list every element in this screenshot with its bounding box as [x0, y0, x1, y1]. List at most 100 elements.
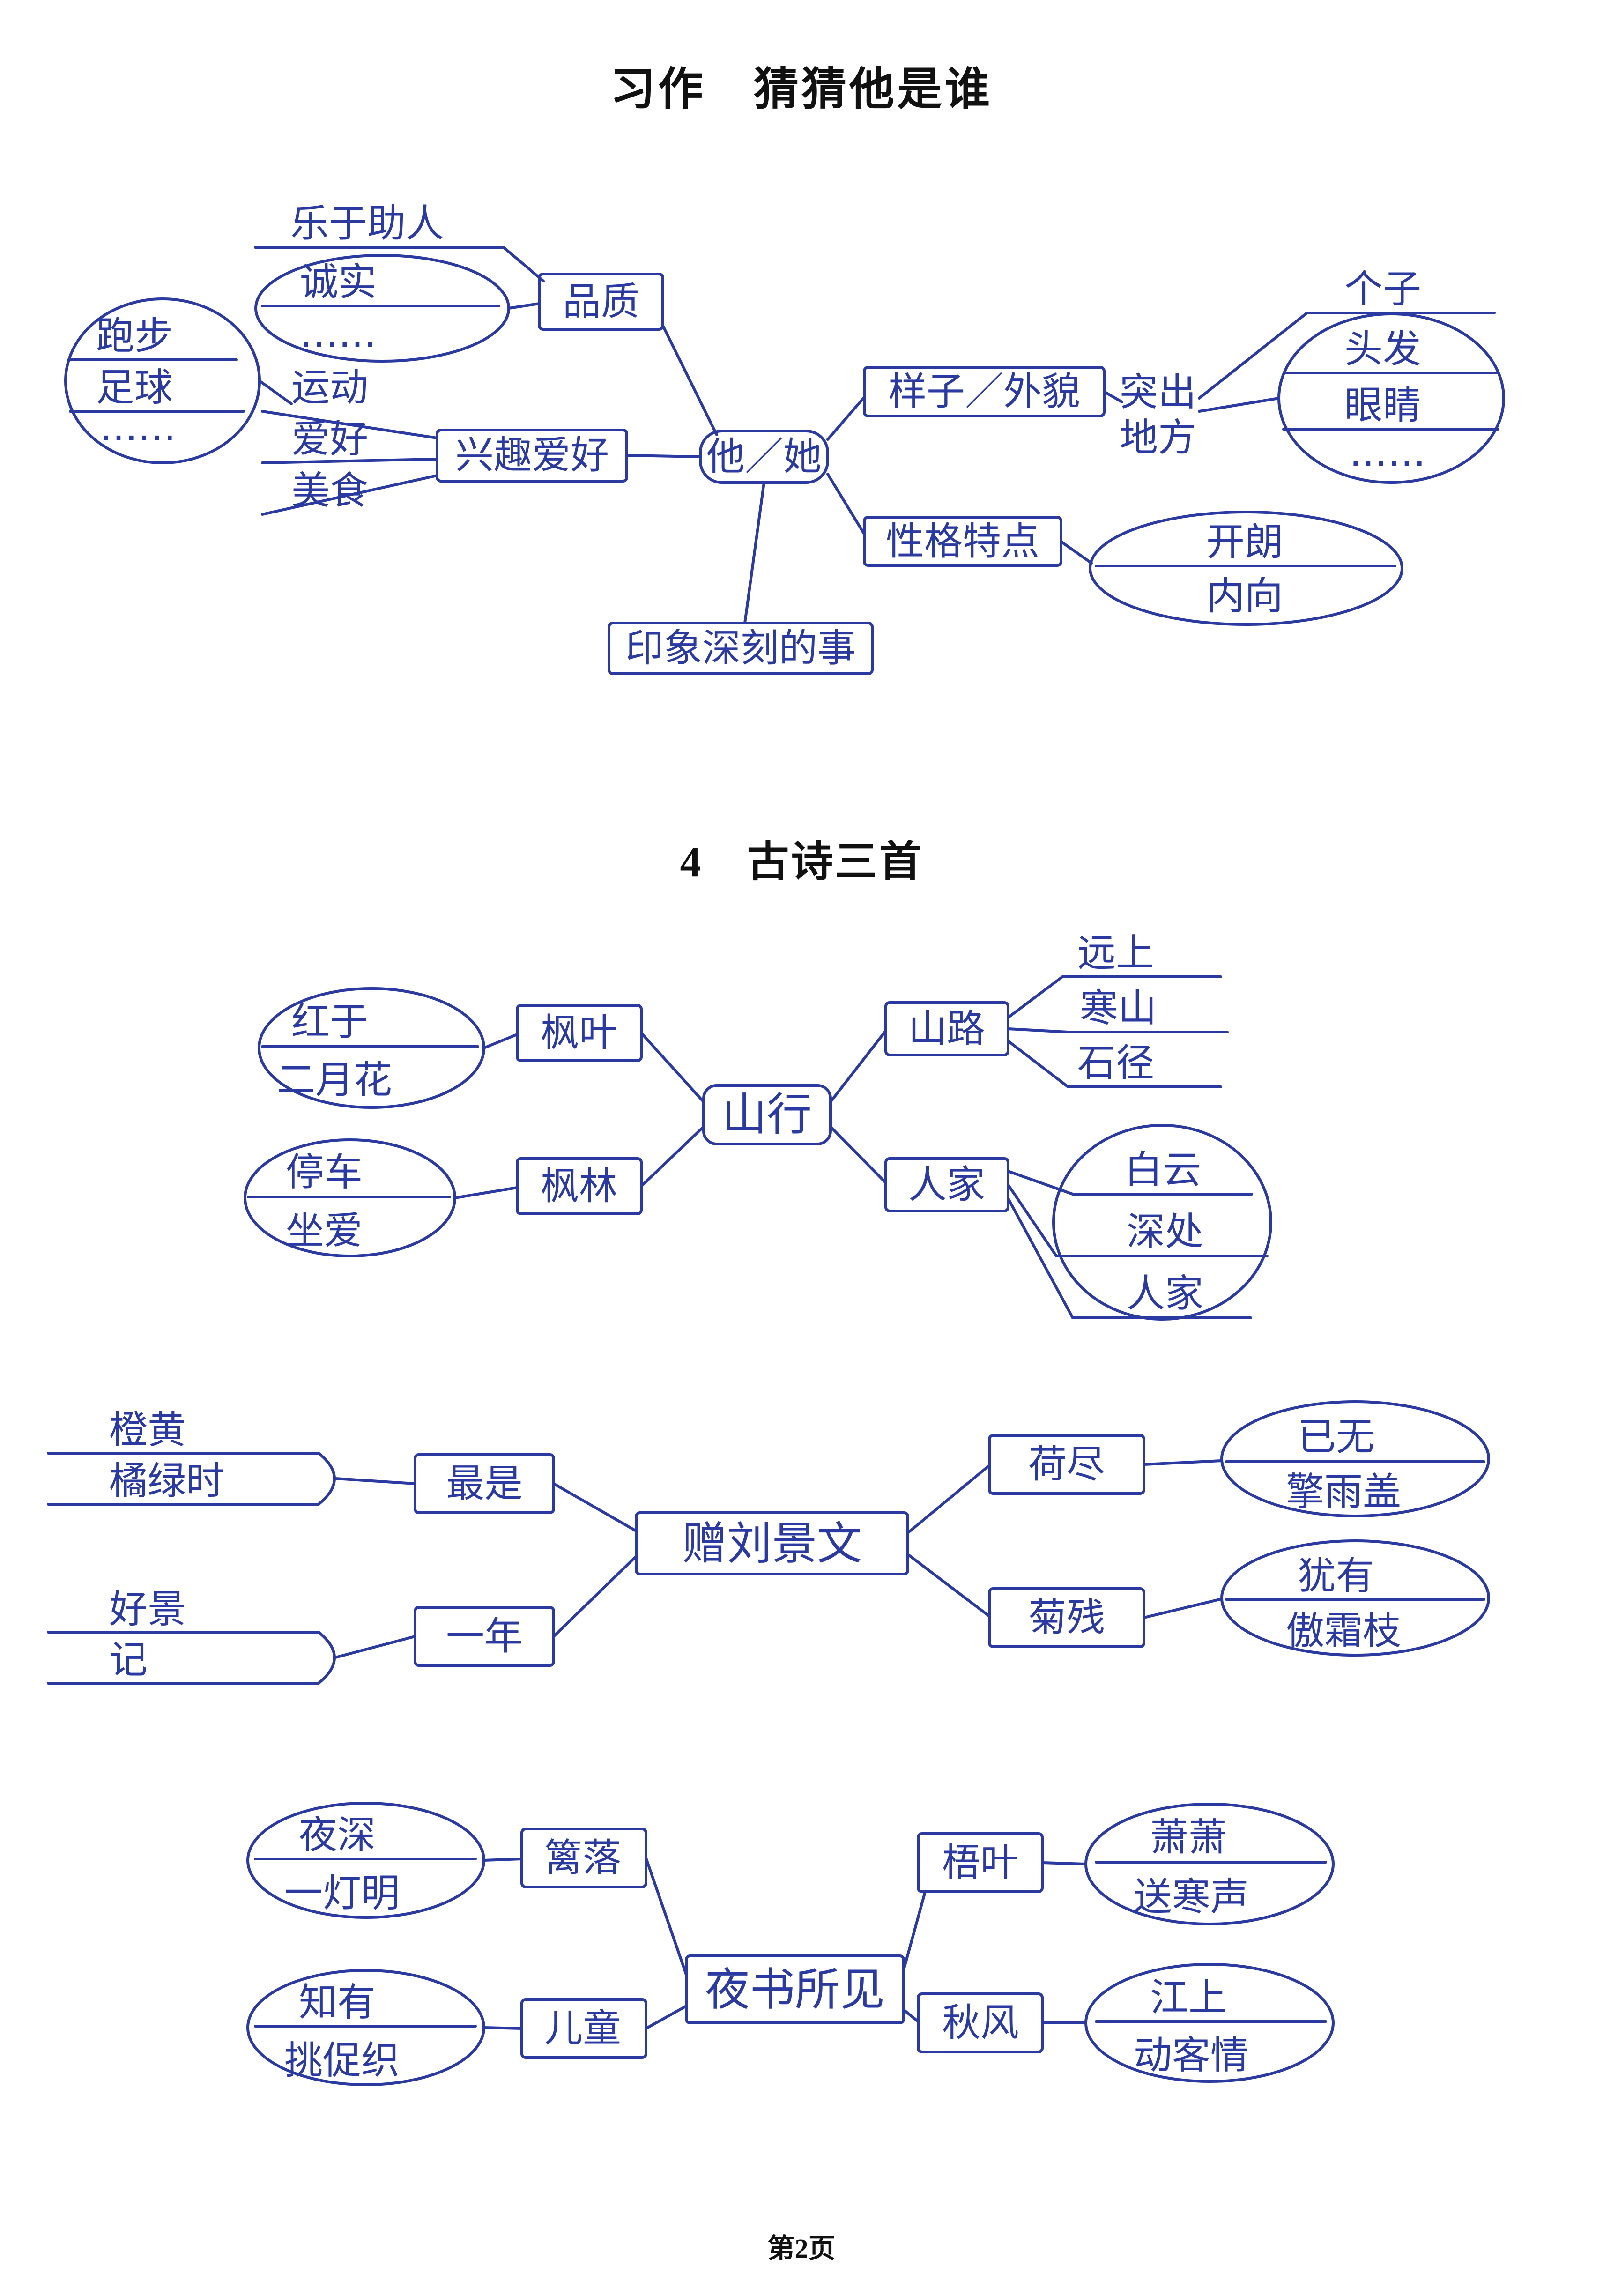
connector	[640, 1032, 705, 1103]
quality-node-box	[538, 273, 664, 331]
leaf-item: 二月花	[277, 1058, 392, 1102]
leaf-ellipse	[1220, 1400, 1490, 1517]
leaf-ellipse	[1220, 1539, 1490, 1657]
connector	[334, 1477, 416, 1485]
leaf-item: 橙黄	[109, 1408, 186, 1452]
memory-node-box	[608, 622, 874, 675]
appearance-item: 个子	[1344, 267, 1421, 312]
appearance-item: 眼睛	[1344, 383, 1421, 428]
connector	[1007, 1040, 1069, 1088]
node-label: 梧叶	[942, 1841, 1019, 1885]
connector	[826, 473, 866, 535]
connector	[258, 379, 293, 405]
quality-item: 诚实	[300, 260, 377, 305]
mindmap-guess-who: 跑步 足球 …… 乐于助人 诚实 …… 品质 运动 爱好 美食	[64, 201, 1505, 675]
appearance-sub-label: 地方	[1120, 416, 1196, 460]
leaf-ellipse	[1084, 1963, 1335, 2083]
connector	[1143, 1459, 1223, 1466]
sports-item: ……	[99, 405, 176, 450]
personality-node-label: 性格特点	[886, 520, 1039, 564]
connector	[482, 1858, 523, 1862]
leaf-item: 夜深	[299, 1813, 376, 1858]
connector	[645, 2005, 688, 2030]
connector	[826, 396, 866, 441]
leaf-item: 橘绿时	[109, 1459, 224, 1503]
connector	[552, 1482, 638, 1532]
connector	[1103, 390, 1123, 403]
connector	[906, 1553, 991, 1618]
leaf-item: 红于	[291, 1000, 368, 1044]
node-label: 枫叶	[541, 1011, 617, 1055]
leaf-item: 人家	[1127, 1271, 1203, 1316]
leaf-arc	[317, 1452, 336, 1506]
appearance-node-label: 样子／外貌	[888, 370, 1080, 414]
connector	[1007, 1197, 1074, 1319]
personality-item: 开朗	[1206, 520, 1283, 565]
leaf-item: 傲霜枝	[1286, 1609, 1401, 1653]
node-label: 荷尽	[1028, 1442, 1105, 1487]
leaf-item: 记	[109, 1638, 148, 1682]
leaf-item: 萧萧	[1150, 1815, 1227, 1860]
leaf-ellipse	[1084, 1803, 1335, 1925]
quality-item: 乐于助人	[290, 201, 444, 246]
node-label: 枫林	[541, 1164, 617, 1209]
page-number: 第2页	[767, 2233, 836, 2264]
center-node-label: 他／她	[706, 435, 822, 479]
connector	[507, 302, 541, 310]
document-title: 习作 猜猜他是谁	[610, 64, 993, 114]
item-underline	[261, 458, 438, 464]
node-label: 一年	[446, 1614, 523, 1659]
leaf-item: 好景	[109, 1587, 186, 1632]
connector	[743, 481, 765, 624]
connector	[1041, 1861, 1087, 1865]
center-node-box	[685, 1954, 905, 2024]
hobby-item: 运动	[291, 365, 368, 410]
center-node-label: 山行	[722, 1088, 812, 1141]
mindmap-zeng-liu-jing-wen: 橙黄 橘绿时 最是 好景 记 一年 赠刘景文 荷尽 已无	[47, 1400, 1490, 1685]
leaf-item: 一灯明	[284, 1871, 400, 1916]
quality-node-label: 品质	[563, 280, 639, 324]
leaf-item: 石径	[1077, 1041, 1154, 1085]
personality-item: 内向	[1206, 574, 1283, 618]
quality-item: ……	[300, 312, 377, 356]
connector	[902, 2008, 920, 2023]
sports-item: 足球	[96, 365, 173, 410]
connector	[1007, 1183, 1058, 1257]
connector	[645, 1857, 688, 1976]
connector	[1007, 1027, 1069, 1033]
connector	[482, 2026, 523, 2030]
connector	[1060, 540, 1093, 565]
hobby-item: 爱好	[291, 417, 368, 461]
leaf-item: 白云	[1124, 1148, 1201, 1192]
connector	[1198, 397, 1280, 413]
appearance-sub-label: 突出	[1120, 370, 1196, 415]
section-heading: 4 古诗三首	[680, 839, 923, 885]
leaf-item: 深处	[1127, 1210, 1203, 1254]
node-label: 秋风	[942, 2001, 1019, 2045]
appearance-item: 头发	[1344, 327, 1421, 372]
leaf-item: 挑促织	[284, 2038, 400, 2083]
node-label: 儿童	[544, 2006, 621, 2051]
appearance-group-ellipse	[1277, 312, 1505, 484]
leaf-item: 已无	[1298, 1415, 1374, 1459]
leaf-item: 犹有	[1298, 1554, 1374, 1598]
connector	[661, 324, 718, 436]
node-label: 人家	[908, 1163, 985, 1207]
leaf-item: 停车	[286, 1150, 363, 1195]
connector	[482, 1033, 519, 1049]
quality-group-ellipse	[254, 254, 510, 363]
node-label: 菊残	[1028, 1596, 1105, 1640]
node-label: 最是	[446, 1462, 523, 1506]
mindmap-shanxing: 红于 二月花 枫叶 停车 坐爱 枫林 山行 山路 远上 寒山	[244, 931, 1272, 1321]
appearance-item: ……	[1349, 431, 1426, 476]
leaf-item: 江上	[1150, 1976, 1227, 2020]
center-node-box	[702, 1084, 832, 1145]
center-node-box	[635, 1511, 909, 1575]
item-underline	[261, 410, 438, 439]
connector	[829, 1029, 887, 1103]
leaf-item: 远上	[1077, 931, 1154, 975]
mindmap-ye-shu-suo-jian: 夜深 一灯明 篱落 知有 挑促织 儿童 夜书所见 梧叶 萧萧 送寒声	[246, 1802, 1335, 2086]
connector	[453, 1186, 519, 1199]
